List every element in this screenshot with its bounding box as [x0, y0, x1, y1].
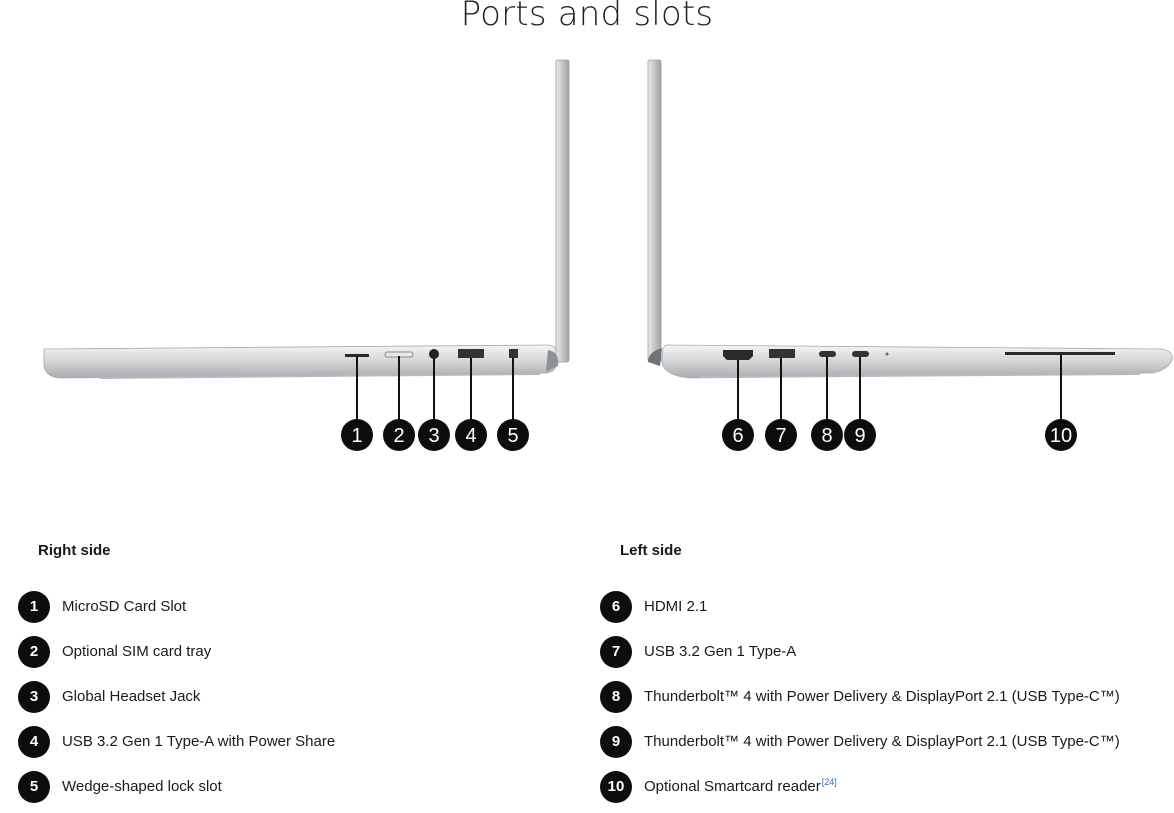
right-side-port-list: 1 MicroSD Card Slot 2 Optional SIM card tr… [18, 584, 335, 809]
port-label: Optional Smartcard reader[24] [644, 777, 837, 796]
list-item: 5 Wedge-shaped lock slot [18, 764, 335, 809]
number-badge: 5 [18, 770, 50, 803]
number-badge: 3 [18, 680, 50, 713]
hdmi-port [723, 350, 753, 360]
callout-7: 7 [765, 419, 797, 451]
microsd-slot-port [345, 354, 369, 357]
svg-text:4: 4 [465, 425, 476, 447]
port-label: Wedge-shaped lock slot [62, 778, 222, 795]
svg-text:2: 2 [393, 425, 404, 447]
smartcard-label-text: Optional Smartcard reader [644, 778, 821, 795]
svg-text:6: 6 [732, 425, 743, 447]
laptop-left-side-image [647, 59, 1173, 420]
number-badge: 9 [600, 725, 632, 758]
laptop-images: 1 2 3 4 5 6 7 8 9 10 [43, 59, 1173, 451]
svg-text:5: 5 [507, 425, 518, 447]
list-item: 10 Optional Smartcard reader[24] [600, 764, 1120, 809]
svg-text:7: 7 [775, 425, 786, 447]
port-label: Global Headset Jack [62, 688, 201, 705]
callout-8: 8 [811, 419, 843, 451]
callout-2: 2 [383, 419, 415, 451]
port-label: Thunderbolt™ 4 with Power Delivery & Dis… [644, 688, 1120, 705]
number-badge: 4 [18, 725, 50, 758]
svg-text:3: 3 [428, 425, 439, 447]
number-badge: 8 [600, 680, 632, 713]
usb-a-port [458, 349, 484, 358]
list-item: 2 Optional SIM card tray [18, 629, 335, 674]
port-label: Optional SIM card tray [62, 643, 212, 660]
list-item: 4 USB 3.2 Gen 1 Type-A with Power Share [18, 719, 335, 764]
smartcard-slot-port [1005, 352, 1115, 355]
number-badge: 1 [18, 590, 50, 623]
list-item: 6 HDMI 2.1 [600, 584, 1120, 629]
page-title: Ports and slots [460, 0, 714, 34]
callout-9: 9 [844, 419, 876, 451]
list-item: 7 USB 3.2 Gen 1 Type-A [600, 629, 1120, 674]
callout-4: 4 [455, 419, 487, 451]
number-badge: 7 [600, 635, 632, 668]
number-badge: 2 [18, 635, 50, 668]
callout-6: 6 [722, 419, 754, 451]
svg-text:8: 8 [821, 425, 832, 447]
port-label: MicroSD Card Slot [62, 598, 187, 615]
svg-text:10: 10 [1050, 425, 1072, 447]
port-label: HDMI 2.1 [644, 598, 708, 615]
callout-5: 5 [497, 419, 529, 451]
port-label: Thunderbolt™ 4 with Power Delivery & Dis… [644, 733, 1120, 750]
list-item: 8 Thunderbolt™ 4 with Power Delivery & Di… [600, 674, 1120, 719]
list-item: 1 MicroSD Card Slot [18, 584, 335, 629]
footnote-link[interactable]: [24] [821, 777, 837, 787]
usb-c-port-1 [819, 351, 836, 357]
svg-text:9: 9 [854, 425, 865, 447]
number-badge: 10 [600, 770, 632, 803]
usb-a-port-left [769, 349, 795, 358]
list-item: 9 Thunderbolt™ 4 with Power Delivery & Di… [600, 719, 1120, 764]
callout-10: 10 [1045, 419, 1077, 451]
headset-jack-port [429, 349, 439, 359]
callout-1: 1 [341, 419, 373, 451]
usb-c-port-2 [852, 351, 869, 357]
port-label: USB 3.2 Gen 1 Type-A [644, 643, 797, 660]
right-side-heading: Right side [38, 542, 111, 559]
number-badge: 6 [600, 590, 632, 623]
lock-slot-port [509, 349, 518, 358]
left-side-heading: Left side [620, 542, 682, 559]
port-label: USB 3.2 Gen 1 Type-A with Power Share [62, 733, 336, 750]
callout-3: 3 [418, 419, 450, 451]
list-item: 3 Global Headset Jack [18, 674, 335, 719]
svg-text:1: 1 [351, 425, 362, 447]
laptop-right-side-image [43, 59, 570, 420]
